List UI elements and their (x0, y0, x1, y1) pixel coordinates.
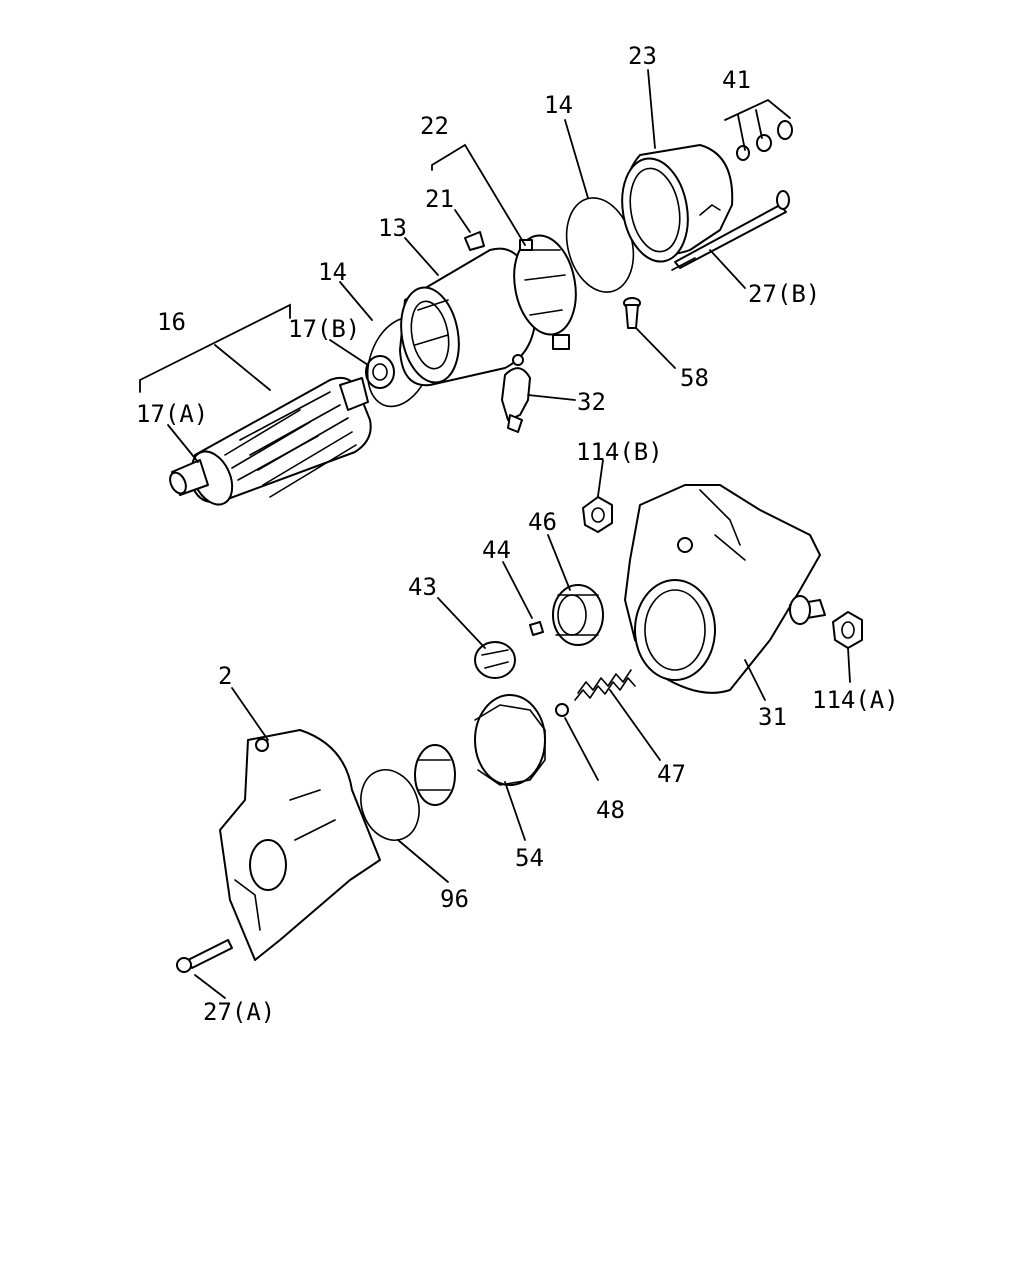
o-ring-96-part (360, 769, 420, 841)
through-bolt-27b-part (671, 190, 790, 271)
bolt-27a-part (176, 939, 233, 973)
brush-holder-part (513, 234, 577, 350)
pinion-clutch-54-part (414, 694, 546, 806)
label-31: 31 (758, 703, 787, 731)
spring-47-part (574, 669, 636, 701)
label-22: 22 (420, 112, 449, 140)
label-114a: 114(A) (812, 686, 899, 714)
pin-44-part (529, 621, 544, 636)
part-labels: 2 13 14 14 16 17(A) 17(B) 21 22 23 27(A)… (136, 42, 899, 1026)
rear-cover-part (621, 144, 734, 263)
nut-114a-part (832, 611, 863, 649)
yoke-part (399, 247, 537, 387)
gear-housing-part (624, 484, 826, 694)
label-16: 16 (157, 308, 186, 336)
label-27b: 27(B) (748, 280, 820, 308)
label-47: 47 (657, 760, 686, 788)
label-54: 54 (515, 844, 544, 872)
label-48: 48 (596, 796, 625, 824)
label-14-right: 14 (544, 91, 573, 119)
leader-lines (139, 69, 851, 999)
bearing-17b-part (365, 355, 395, 389)
label-13: 13 (378, 214, 407, 242)
screw-58-part (623, 297, 641, 329)
label-41: 41 (722, 66, 751, 94)
armature-part (169, 376, 372, 506)
label-44: 44 (482, 536, 511, 564)
label-96: 96 (440, 885, 469, 913)
nut-114b-part (582, 496, 613, 533)
retainer-43-part (474, 641, 516, 679)
label-114b: 114(B) (576, 438, 663, 466)
label-27a: 27(A) (203, 998, 275, 1026)
label-14-left: 14 (318, 258, 347, 286)
front-housing-part (219, 729, 381, 961)
label-46: 46 (528, 508, 557, 536)
label-58: 58 (680, 364, 709, 392)
idler-gear-46-part (552, 584, 604, 646)
label-43: 43 (408, 573, 437, 601)
washers-41-part (736, 120, 793, 161)
label-32: 32 (577, 388, 606, 416)
brush-21-part (464, 231, 485, 251)
label-21: 21 (425, 185, 454, 213)
label-2: 2 (218, 662, 232, 690)
label-17a: 17(A) (136, 400, 208, 428)
terminal-32-part (501, 354, 531, 433)
label-17b: 17(B) (288, 315, 360, 343)
ball-48-part (555, 703, 569, 717)
label-23: 23 (628, 42, 657, 70)
